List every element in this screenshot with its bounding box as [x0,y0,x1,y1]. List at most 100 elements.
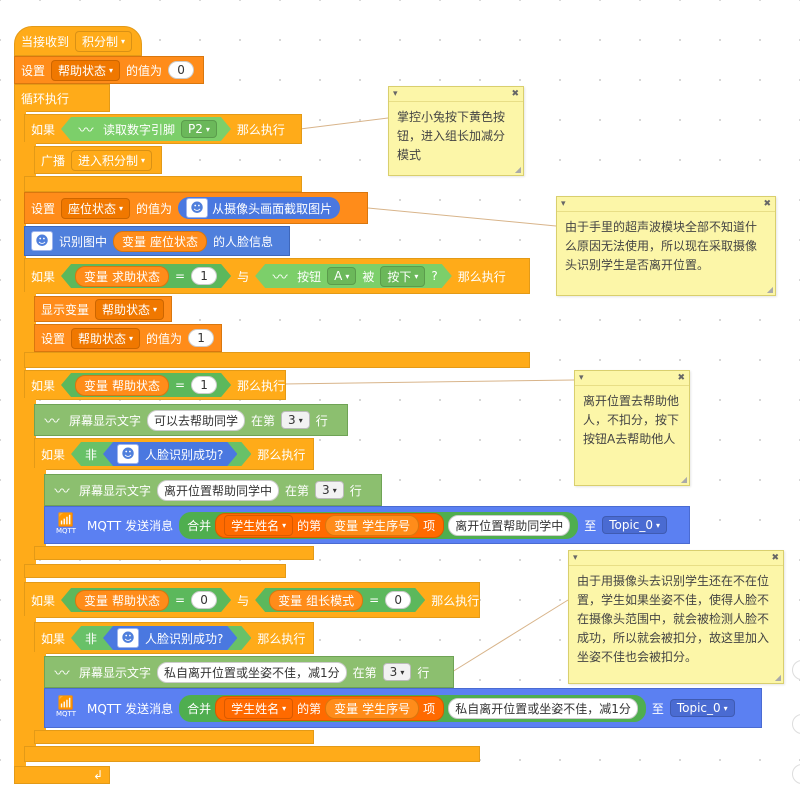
ask-state-reporter[interactable]: 变量求助状态 [75,266,169,287]
line-dropdown[interactable]: 3▾ [315,481,344,499]
comment-note-2[interactable]: ▾ ✖ 由于手里的超声波模块全部不知道什么原因无法使用，所以现在采取摄像头识别学生… [556,196,776,296]
equals-block-help[interactable]: 变量帮助状态 = 0 [61,588,231,612]
screen-text-input[interactable]: 私自离开位置或坐姿不佳，减1分 [157,661,347,683]
screen-text-input[interactable]: 离开位置帮助同学中 [157,479,280,501]
zoom-in-button[interactable] [792,660,800,680]
hat-label: 当接收到 [21,34,70,49]
resize-handle-icon[interactable]: ◢ [680,475,687,484]
face-icon: ☻ [117,628,139,648]
variable-dropdown[interactable]: 帮助状态▾ [71,327,141,349]
forever-loop-block[interactable]: 循环执行 [14,84,110,112]
comment-text[interactable]: 离开位置去帮助他人，不扣分，按下按钮A去帮助他人 [583,394,680,446]
comment-text[interactable]: 由于手里的超声波模块全部不知道什么原因无法使用，所以现在采取摄像头识别学生是否离… [565,220,758,272]
chevron-down-icon: ▾ [656,520,661,530]
comment-note-4[interactable]: ▾ ✖ 由于用摄像头去识别学生还在不在位置，学生如果坐姿不佳，使得人脸不在摄像头范… [568,550,784,684]
resize-handle-icon[interactable]: ◢ [766,285,773,294]
compare-value-input[interactable]: 1 [191,376,217,394]
topic-dropdown[interactable]: Topic_0▾ [602,516,668,534]
equals-block-leader[interactable]: 变量组长模式 = 0 [255,588,425,612]
line-dropdown[interactable]: 3▾ [281,411,310,429]
compare-value-input[interactable]: 0 [191,591,217,609]
not-block[interactable]: 非 ☻ 人脸识别成功? [71,442,251,466]
screen-text-block-2[interactable]: 〰 屏幕显示文字 离开位置帮助同学中 在第 3▾ 行 [44,474,382,506]
set-seat-state-block[interactable]: 设置 座位状态▾ 的值为 ☻ 从摄像头画面截取图片 [24,192,368,224]
close-icon[interactable]: ✖ [771,553,779,563]
zoom-out-button[interactable] [792,714,800,734]
message-text-input[interactable]: 离开位置帮助同学中 [448,514,571,536]
show-variable-block[interactable]: 显示变量 帮助状态▾ [34,296,172,322]
topic-dropdown[interactable]: Topic_0▾ [669,699,735,717]
comment-text[interactable]: 由于用摄像头去识别学生还在不在位置，学生如果坐姿不佳，使得人脸不在摄像头范围中，… [577,574,770,664]
broadcast-message-dropdown[interactable]: 进入积分制▾ [71,149,153,171]
mqtt-send-block-1[interactable]: 📶MQTT MQTT 发送消息 合并 学生姓名▾ 的第 变量学生序号 项 离开位… [44,506,690,544]
mqtt-send-block-2[interactable]: 📶MQTT MQTT 发送消息 合并 学生姓名▾ 的第 变量学生序号 项 私自离… [44,688,762,728]
comment-text[interactable]: 掌控小兔按下黄色按钮，进入组长加减分模式 [397,110,506,162]
button-pressed-block[interactable]: 〰 按钮 A▾ 被 按下▾ ? [255,264,452,288]
list-dropdown[interactable]: 学生姓名▾ [224,514,294,536]
seat-variable-reporter[interactable]: 变量座位状态 [113,230,208,252]
close-icon[interactable]: ✖ [763,199,771,209]
show-variable-dropdown[interactable]: 帮助状态▾ [95,298,165,320]
join-block[interactable]: 合并 学生姓名▾ 的第 变量学生序号 项 离开位置帮助同学中 [179,511,579,539]
help-state-reporter[interactable]: 变量帮助状态 [75,590,169,611]
resize-handle-icon[interactable]: ◢ [774,673,781,682]
comment-note-1[interactable]: ▾ ✖ 掌控小兔按下黄色按钮，进入组长加减分模式 ◢ [388,86,524,176]
chevron-down-icon: ▾ [282,520,287,530]
if-not-face-block[interactable]: 如果 非 ☻ 人脸识别成功? 那么执行 [34,438,314,470]
value-input[interactable]: 1 [188,329,215,347]
face-success-block[interactable]: ☻ 人脸识别成功? [103,442,237,466]
line-dropdown[interactable]: 3▾ [382,663,412,681]
button-dropdown[interactable]: A▾ [327,267,356,285]
list-dropdown[interactable]: 学生姓名▾ [224,697,294,719]
when-receive-hat-block[interactable]: 当接收到 积分制▾ [14,26,142,56]
chevron-down-icon[interactable]: ▾ [579,373,584,383]
pin-dropdown[interactable]: P2▾ [181,120,217,138]
broadcast-block[interactable]: 广播 进入积分制▾ [34,146,162,174]
face-success-block[interactable]: ☻ 人脸识别成功? [103,626,237,650]
if-button-arm [24,292,36,352]
compare-value-input-2[interactable]: 0 [385,591,411,609]
compare-value-input[interactable]: 1 [191,267,217,285]
not-block[interactable]: 非 ☻ 人脸识别成功? [71,626,251,650]
wave-icon: 〰 [272,267,288,286]
chevron-down-icon: ▾ [121,36,126,46]
chevron-down-icon: ▾ [153,304,158,314]
if-help-state-block[interactable]: 如果 变量帮助状态 = 1 那么执行 [24,370,286,400]
seat-variable-dropdown[interactable]: 座位状态▾ [61,197,131,219]
student-index-reporter[interactable]: 变量学生序号 [325,514,420,536]
message-dropdown[interactable]: 积分制▾ [75,30,133,52]
if-button-block[interactable]: 如果 变量求助状态 = 1 与 〰 按钮 A▾ 被 按下▾ ? 那么执行 [24,258,530,294]
message-text-input[interactable]: 私自离开位置或坐姿不佳，减1分 [448,697,638,719]
resize-handle-icon[interactable]: ◢ [514,165,521,174]
chevron-down-icon[interactable]: ▾ [393,89,398,99]
close-icon[interactable]: ✖ [677,373,685,383]
chevron-down-icon: ▾ [345,271,350,281]
recognize-faces-block[interactable]: ☻ 识别图中 变量座位状态 的人脸信息 [24,226,290,256]
join-block[interactable]: 合并 学生姓名▾ 的第 变量学生序号 项 私自离开位置或坐姿不佳，减1分 [179,694,646,722]
equals-block[interactable]: 变量帮助状态 = 1 [61,373,231,397]
action-dropdown[interactable]: 按下▾ [380,266,425,287]
camera-capture-block[interactable]: ☻ 从摄像头画面截取图片 [178,197,341,219]
if-not-face-block-2[interactable]: 如果 非 ☻ 人脸识别成功? 那么执行 [34,622,314,654]
variable-dropdown[interactable]: 帮助状态▾ [51,59,121,81]
set-help-state-1-block[interactable]: 设置 帮助状态▾ 的值为 1 [34,324,222,352]
screen-text-block-3[interactable]: 〰 屏幕显示文字 私自离开位置或坐姿不佳，减1分 在第 3▾ 行 [44,656,454,688]
if-pin-block[interactable]: 如果 〰 读取数字引脚 P2▾ 那么执行 [24,114,302,144]
equals-block[interactable]: 变量求助状态 = 1 [61,264,231,288]
list-item-block[interactable]: 学生姓名▾ 的第 变量学生序号 项 [215,512,445,538]
value-input[interactable]: 0 [168,61,195,79]
comment-note-3[interactable]: ▾ ✖ 离开位置去帮助他人，不扣分，按下按钮A去帮助他人 ◢ [574,370,690,486]
help-state-reporter[interactable]: 变量帮助状态 [75,375,169,396]
student-index-reporter[interactable]: 变量学生序号 [325,697,420,719]
chevron-down-icon[interactable]: ▾ [561,199,566,209]
leader-mode-reporter[interactable]: 变量组长模式 [269,590,363,611]
if-help-leader-block[interactable]: 如果 变量帮助状态 = 0 与 变量组长模式 = 0 那么执行 [24,582,480,618]
read-digital-pin-block[interactable]: 〰 读取数字引脚 P2▾ [61,117,231,141]
chevron-down-icon[interactable]: ▾ [573,553,578,563]
close-icon[interactable]: ✖ [511,89,519,99]
set-help-state-block[interactable]: 设置 帮助状态▾ 的值为 0 [14,56,204,84]
reset-zoom-button[interactable] [792,764,800,784]
list-item-block[interactable]: 学生姓名▾ 的第 变量学生序号 项 [215,695,445,721]
screen-text-block-1[interactable]: 〰 屏幕显示文字 可以去帮助同学 在第 3▾ 行 [34,404,348,436]
screen-text-input[interactable]: 可以去帮助同学 [147,409,246,431]
